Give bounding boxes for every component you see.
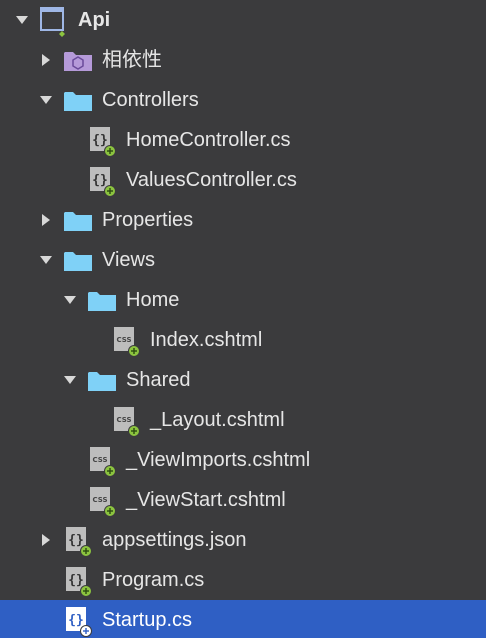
tree-item-3[interactable]: {} HomeController.cs bbox=[0, 120, 486, 160]
tree-item-11[interactable]: CSS _ViewImports.cshtml bbox=[0, 440, 486, 480]
project-icon bbox=[38, 5, 70, 37]
folder-icon bbox=[62, 245, 94, 277]
tree-item-14[interactable]: {} Program.cs bbox=[0, 560, 486, 600]
tree-item-label: _Layout.cshtml bbox=[150, 409, 285, 431]
disclosure-closed-icon[interactable] bbox=[38, 532, 54, 548]
tree-item-label: HomeController.cs bbox=[126, 129, 291, 151]
css-file-icon: CSS bbox=[86, 485, 118, 517]
folder-icon bbox=[62, 85, 94, 117]
svg-text:{}: {} bbox=[68, 573, 84, 588]
folder-icon bbox=[62, 205, 94, 237]
tree-item-10[interactable]: CSS _Layout.cshtml bbox=[0, 400, 486, 440]
svg-text:{}: {} bbox=[92, 133, 108, 148]
tree-item-15[interactable]: {} Startup.cs bbox=[0, 600, 486, 638]
disclosure-open-icon[interactable] bbox=[14, 12, 30, 28]
tree-item-label: Shared bbox=[126, 369, 191, 391]
tree-item-1[interactable]: 相依性 bbox=[0, 40, 486, 80]
tree-item-6[interactable]: Views bbox=[0, 240, 486, 280]
svg-text:{}: {} bbox=[68, 613, 84, 628]
tree-item-label: _ViewStart.cshtml bbox=[126, 489, 286, 511]
svg-text:CSS: CSS bbox=[116, 416, 131, 424]
tree-item-4[interactable]: {} ValuesController.cs bbox=[0, 160, 486, 200]
tree-item-label: Index.cshtml bbox=[150, 329, 263, 351]
svg-text:CSS: CSS bbox=[92, 456, 107, 464]
csharp-file-icon: {} bbox=[62, 565, 94, 597]
folder-icon bbox=[86, 285, 118, 317]
svg-text:{}: {} bbox=[92, 173, 108, 188]
tree-item-label: Startup.cs bbox=[102, 609, 193, 631]
disclosure-closed-icon[interactable] bbox=[38, 212, 54, 228]
tree-item-13[interactable]: {} appsettings.json bbox=[0, 520, 486, 560]
tree-item-label: appsettings.json bbox=[102, 529, 247, 551]
tree-item-9[interactable]: Shared bbox=[0, 360, 486, 400]
css-file-icon: CSS bbox=[110, 325, 142, 357]
svg-text:CSS: CSS bbox=[116, 336, 131, 344]
tree-item-12[interactable]: CSS _ViewStart.cshtml bbox=[0, 480, 486, 520]
tree-item-2[interactable]: Controllers bbox=[0, 80, 486, 120]
svg-text:{}: {} bbox=[68, 533, 84, 548]
csharp-file-icon: {} bbox=[62, 605, 94, 637]
tree-item-label: Controllers bbox=[102, 89, 199, 111]
css-file-icon: CSS bbox=[110, 405, 142, 437]
disclosure-open-icon[interactable] bbox=[38, 92, 54, 108]
tree-item-label: _ViewImports.cshtml bbox=[126, 449, 311, 471]
folder-icon bbox=[86, 365, 118, 397]
disclosure-open-icon[interactable] bbox=[62, 372, 78, 388]
tree-item-label: 相依性 bbox=[102, 49, 162, 71]
disclosure-open-icon[interactable] bbox=[62, 292, 78, 308]
tree-item-label: Home bbox=[126, 289, 180, 311]
tree-item-label: Program.cs bbox=[102, 569, 205, 591]
json-file-icon: {} bbox=[62, 525, 94, 557]
tree-item-0[interactable]: Api bbox=[0, 0, 486, 40]
disclosure-closed-icon[interactable] bbox=[38, 52, 54, 68]
tree-item-label: ValuesController.cs bbox=[126, 169, 297, 191]
tree-item-7[interactable]: Home bbox=[0, 280, 486, 320]
csharp-file-icon: {} bbox=[86, 125, 118, 157]
tree-item-5[interactable]: Properties bbox=[0, 200, 486, 240]
tree-item-8[interactable]: CSS Index.cshtml bbox=[0, 320, 486, 360]
css-file-icon: CSS bbox=[86, 445, 118, 477]
tree-item-label: Properties bbox=[102, 209, 194, 231]
dependencies-icon bbox=[62, 45, 94, 77]
svg-text:CSS: CSS bbox=[92, 496, 107, 504]
tree-item-label: Api bbox=[78, 9, 111, 31]
disclosure-open-icon[interactable] bbox=[38, 252, 54, 268]
csharp-file-icon: {} bbox=[86, 165, 118, 197]
tree-item-label: Views bbox=[102, 249, 155, 271]
